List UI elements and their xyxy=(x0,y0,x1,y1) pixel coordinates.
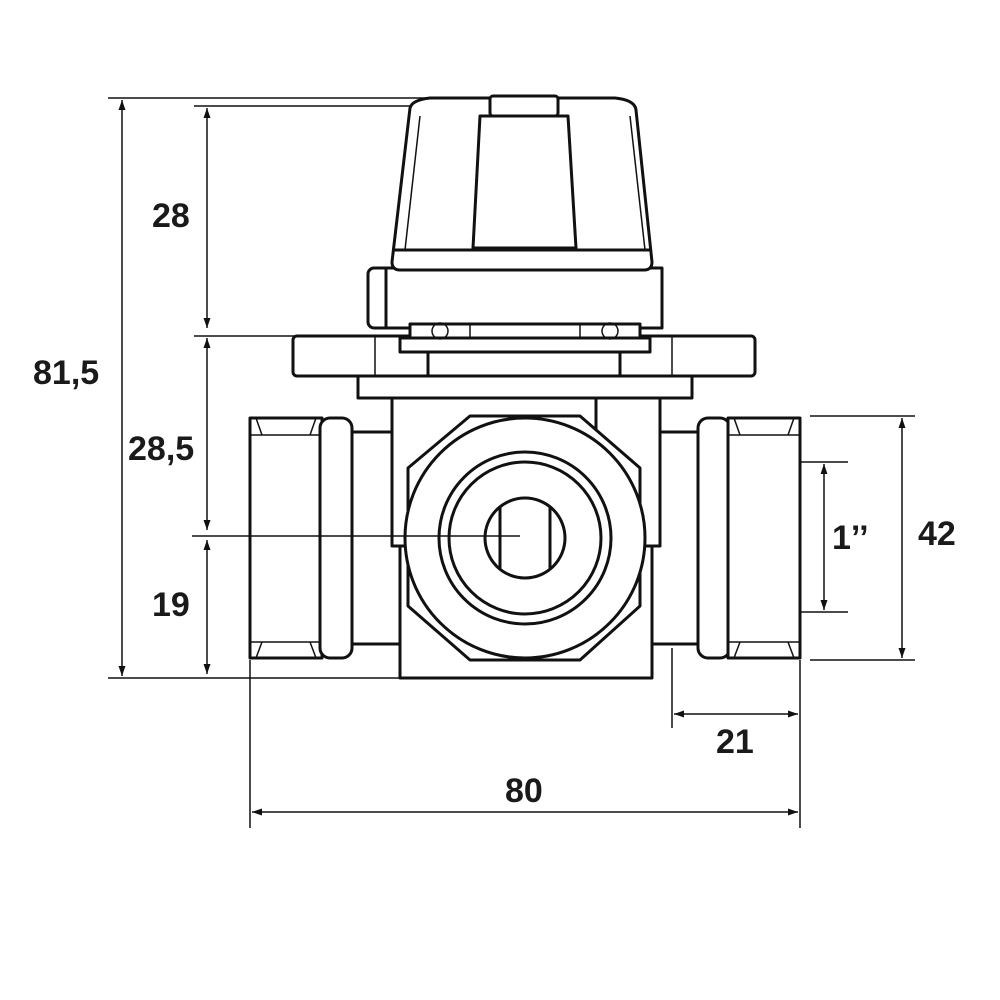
extension-lines xyxy=(108,97,915,828)
front-port xyxy=(192,414,647,662)
label-upper-body-height: 28,5 xyxy=(128,430,194,468)
valve-body-drawing xyxy=(192,94,802,680)
label-overall-width: 80 xyxy=(505,772,543,810)
label-actuator-height: 28 xyxy=(152,197,190,235)
label-thread-size: 1’’ xyxy=(832,519,869,557)
actuator-head xyxy=(366,94,664,340)
label-lower-body-height: 19 xyxy=(152,586,190,624)
label-port-height: 42 xyxy=(918,515,956,553)
label-port-depth: 21 xyxy=(716,723,754,761)
mounting-flange xyxy=(291,334,757,400)
dimension-arrows xyxy=(118,100,906,816)
label-overall-height: 81,5 xyxy=(33,354,99,392)
left-port xyxy=(248,416,404,660)
right-port xyxy=(650,416,802,660)
